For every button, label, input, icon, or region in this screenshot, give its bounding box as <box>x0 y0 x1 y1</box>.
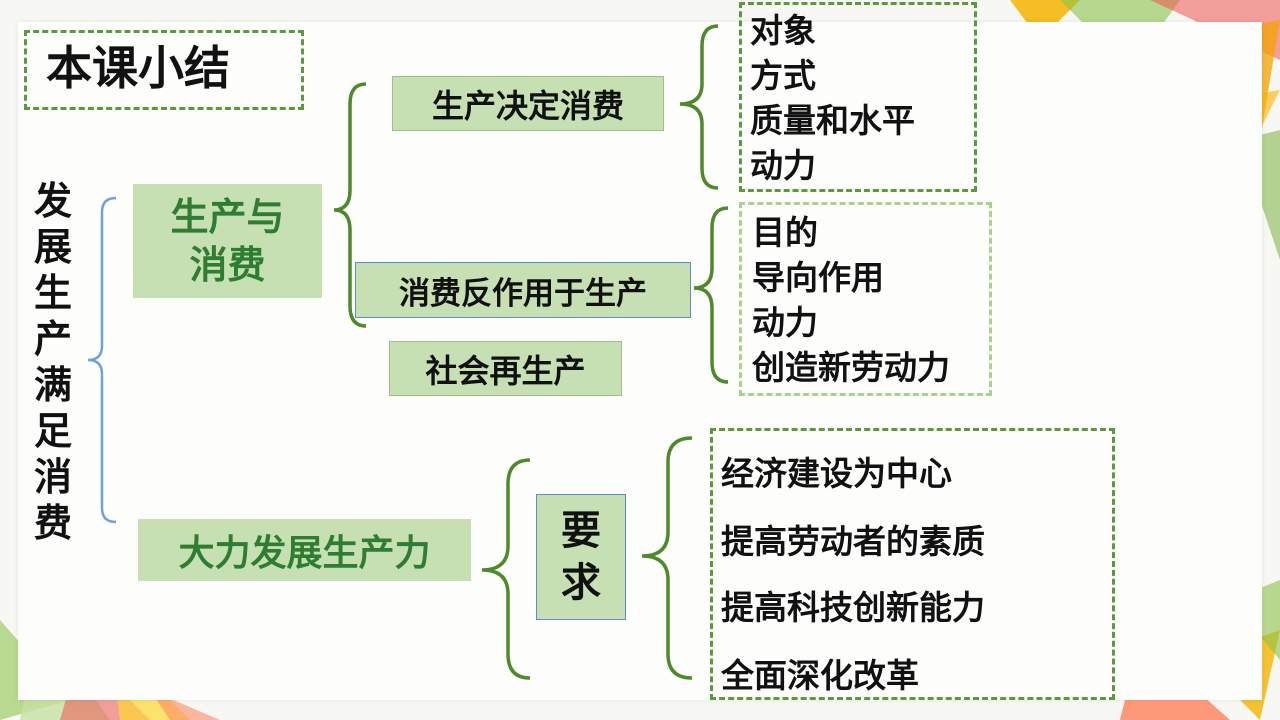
list-item: 目的 <box>752 213 818 252</box>
reacts-items-list: 目的 导向作用 动力 创造新劳动力 <box>752 210 950 390</box>
node-requirements: 要 求 <box>536 494 626 620</box>
branch-develop-productivity: 大力发展生产力 <box>138 519 471 581</box>
node-production-decides: 生产决定消费 <box>392 76 664 131</box>
root-char: 满 <box>34 363 73 407</box>
root-char: 费 <box>34 501 73 545</box>
branch-line: 生产与 <box>170 195 285 239</box>
list-item: 动力 <box>752 303 818 342</box>
slide-board <box>18 22 1262 700</box>
decides-items-frame <box>739 2 977 192</box>
root-char: 足 <box>34 409 73 453</box>
root-char: 展 <box>34 225 73 269</box>
node-consumption-reacts: 消费反作用于生产 <box>355 262 691 318</box>
require-item: 提高劳动者的素质 <box>721 522 985 561</box>
root-char: 发 <box>34 179 73 223</box>
list-item: 创造新劳动力 <box>752 348 950 387</box>
list-item: 方式 <box>750 56 816 95</box>
list-item: 对象 <box>750 11 816 50</box>
branch-production-consumption: 生产与 消费 <box>133 184 322 298</box>
title-frame <box>24 30 304 110</box>
root-char: 消 <box>34 455 73 499</box>
branch-line: 消费 <box>189 243 266 287</box>
require-items-frame <box>710 428 1115 700</box>
require-item: 经济建设为中心 <box>721 454 952 493</box>
require-char: 要 <box>561 508 601 554</box>
page-title: 本课小结 <box>46 41 230 95</box>
list-item: 质量和水平 <box>750 101 915 140</box>
root-char: 生 <box>34 271 73 315</box>
require-char: 求 <box>561 560 601 606</box>
require-item: 全面深化改革 <box>721 656 919 695</box>
require-item: 提高科技创新能力 <box>721 588 985 627</box>
root-char: 产 <box>34 317 73 361</box>
decides-items-list: 对象 方式 质量和水平 动力 <box>750 8 915 188</box>
reacts-items-frame <box>739 202 992 396</box>
list-item: 导向作用 <box>752 258 884 297</box>
list-item: 动力 <box>750 146 816 185</box>
node-reproduction: 社会再生产 <box>389 341 622 396</box>
root-topic: 发 展 生 产 满 足 消 费 <box>34 178 72 546</box>
